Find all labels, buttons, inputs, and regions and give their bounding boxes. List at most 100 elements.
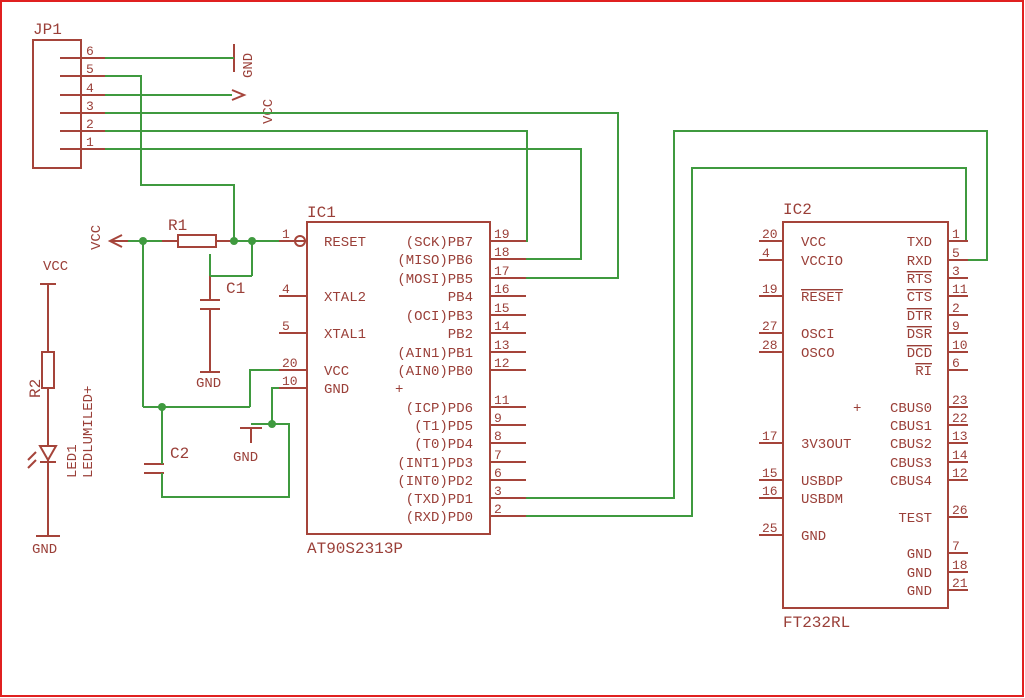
pin-number: 12 bbox=[494, 356, 510, 371]
pin-number: 3 bbox=[494, 484, 502, 499]
jp1-pin-number: 3 bbox=[86, 99, 94, 114]
pin-name: (TXD)PD1 bbox=[406, 492, 473, 508]
pin-name: CBUS2 bbox=[890, 437, 932, 453]
led-gnd-label: GND bbox=[32, 542, 57, 558]
ic1-gnd-symbol: GND bbox=[233, 427, 262, 466]
pin-number: 25 bbox=[762, 521, 778, 536]
pin-number: 19 bbox=[762, 282, 778, 297]
ic1-ref: IC1 bbox=[307, 204, 336, 222]
pin-number: 21 bbox=[952, 576, 968, 591]
pin-name: (INT1)PD3 bbox=[397, 456, 473, 472]
pin-name: (MISO)PB6 bbox=[397, 253, 473, 269]
pin-name: GND bbox=[907, 547, 932, 563]
pin-number: 1 bbox=[952, 227, 960, 242]
ic2-left-pins: 20VCC4VCCIO19RESET27OSCI28OSCO173V3OUT15… bbox=[759, 227, 851, 545]
pin-number: 15 bbox=[494, 301, 510, 316]
pin-name: XTAL2 bbox=[324, 290, 366, 306]
c2-ref: C2 bbox=[170, 445, 189, 463]
pin-number: 4 bbox=[762, 246, 770, 261]
pin-name: DCD bbox=[907, 346, 932, 362]
pin-number: 14 bbox=[952, 448, 968, 463]
pin-number: 12 bbox=[952, 466, 968, 481]
pin-name: CBUS1 bbox=[890, 419, 932, 435]
pin-name: RTS bbox=[907, 272, 932, 288]
pin-name: DTR bbox=[907, 309, 933, 325]
pin-name: (MOSI)PB5 bbox=[397, 272, 473, 288]
pin-name: VCC bbox=[324, 364, 349, 380]
led1-diode: LED1 LEDLUMILED+ GND bbox=[27, 386, 97, 558]
pin-name: RESET bbox=[801, 290, 843, 306]
ic1-part: AT90S2313P bbox=[307, 540, 403, 558]
c2-capacitor: C2 bbox=[144, 445, 189, 474]
pin-number: 8 bbox=[494, 429, 502, 444]
pin-name: (OCI)PB3 bbox=[406, 309, 473, 325]
pin-number: 11 bbox=[952, 282, 968, 297]
c1-ref: C1 bbox=[226, 280, 245, 298]
r2-ref: R2 bbox=[27, 379, 45, 398]
jp1-pins bbox=[60, 57, 72, 150]
pin-number: 7 bbox=[494, 448, 502, 463]
pin-name: CTS bbox=[907, 290, 932, 306]
pin-name: (AIN1)PB1 bbox=[397, 346, 473, 362]
c1-gnd-label: GND bbox=[196, 376, 221, 392]
pin-name: OSCO bbox=[801, 346, 835, 362]
ic1-origin-mark: + bbox=[395, 382, 403, 398]
pin-name: GND bbox=[907, 584, 932, 600]
ic1-chip: IC1 AT90S2313P + 1RESET4XTAL25XTAL120VCC… bbox=[279, 204, 526, 558]
pin-number: 9 bbox=[952, 319, 960, 334]
pin-number: 22 bbox=[952, 411, 968, 426]
pin-name: CBUS4 bbox=[890, 474, 932, 490]
jp1-body bbox=[32, 39, 82, 169]
pin-name: PB2 bbox=[448, 327, 473, 343]
pin-name: (T1)PD5 bbox=[414, 419, 473, 435]
pin-number: 19 bbox=[494, 227, 510, 242]
pin-name: RESET bbox=[324, 235, 366, 251]
r2-resistor: R2 bbox=[27, 284, 55, 446]
ic1-right-pins: 19(SCK)PB718(MISO)PB617(MOSI)PB516PB415(… bbox=[397, 227, 526, 526]
ic1-body bbox=[306, 221, 491, 535]
pin-number: 9 bbox=[494, 411, 502, 426]
r1-resistor: R1 bbox=[162, 217, 232, 248]
pin-number: 15 bbox=[762, 466, 778, 481]
pin-name: VCC bbox=[801, 235, 826, 251]
pin-number: 20 bbox=[282, 356, 298, 371]
pin-number: 16 bbox=[494, 282, 510, 297]
wires bbox=[105, 57, 988, 517]
pin-number: 5 bbox=[952, 246, 960, 261]
pin-number: 5 bbox=[282, 319, 290, 334]
pin-name: 3V3OUT bbox=[801, 437, 851, 453]
pin-number: 18 bbox=[494, 245, 510, 260]
pin-name: XTAL1 bbox=[324, 327, 366, 343]
junction-dot bbox=[139, 237, 147, 245]
pin-number: 2 bbox=[952, 301, 960, 316]
jp1-gnd-label: GND bbox=[241, 53, 257, 78]
pin-name: DSR bbox=[907, 327, 933, 343]
c1-capacitor: C1 GND bbox=[196, 254, 245, 392]
pin-name: PB4 bbox=[448, 290, 473, 306]
pin-number: 17 bbox=[762, 429, 778, 444]
pin-name: VCCIO bbox=[801, 254, 843, 270]
pin-name: (RXD)PD0 bbox=[406, 510, 473, 526]
pin-number: 7 bbox=[952, 539, 960, 554]
junction-dot bbox=[230, 237, 238, 245]
pin-name: (INT0)PD2 bbox=[397, 474, 473, 490]
led-vcc-symbol: VCC bbox=[40, 259, 68, 285]
junction-dot bbox=[158, 403, 166, 411]
pin-number: 2 bbox=[494, 502, 502, 517]
vcc-arrow-left: VCC bbox=[89, 225, 128, 250]
jp1-gnd-symbol: GND bbox=[233, 44, 257, 78]
pin-number: 13 bbox=[952, 429, 968, 444]
junction-dots bbox=[139, 237, 276, 428]
pin-name: (ICP)PD6 bbox=[406, 401, 473, 417]
junction-dot bbox=[268, 420, 276, 428]
pin-number: 16 bbox=[762, 484, 778, 499]
jp1-pin-number: 2 bbox=[86, 117, 94, 132]
pin-number: 18 bbox=[952, 558, 968, 573]
pin-name: (SCK)PB7 bbox=[406, 235, 473, 251]
pin-name: (AIN0)PB0 bbox=[397, 364, 473, 380]
pin-name: OSCI bbox=[801, 327, 835, 343]
pin-name: USBDP bbox=[801, 474, 843, 490]
pin-number: 4 bbox=[282, 282, 290, 297]
pin-name: TXD bbox=[907, 235, 932, 251]
